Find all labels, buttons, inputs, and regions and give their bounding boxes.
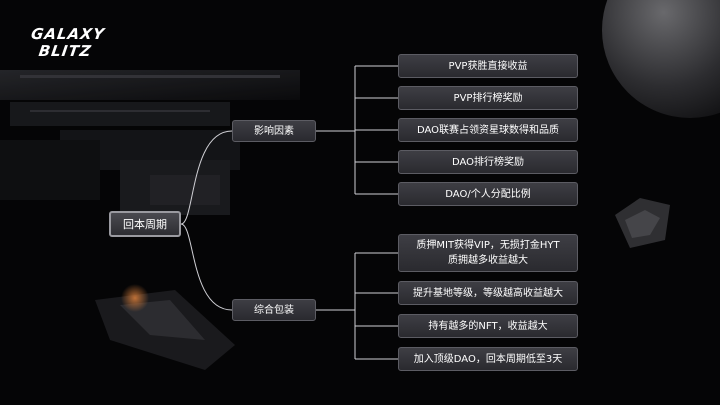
fighter-ship <box>95 284 235 370</box>
leaf-label: PVP获胜直接收益 <box>448 60 528 72</box>
leaf-label: DAO排行榜奖励 <box>451 156 525 168</box>
leaf-node: DAO联赛占领资星球数得和品质 <box>398 118 578 142</box>
leaf-label-line-1: 质押MIT获得VIP，无损打金HYT <box>416 240 560 251</box>
leaf-node: 加入顶级DAO，回本周期低至3天 <box>398 347 578 371</box>
asteroid <box>615 198 670 248</box>
leaf-node: DAO/个人分配比例 <box>398 182 578 206</box>
branch-node-comprehensive-package: 综合包装 <box>232 299 316 321</box>
leaf-label: 加入顶级DAO，回本周期低至3天 <box>413 353 563 365</box>
leaf-label-line-2: 质拥越多收益越大 <box>448 255 528 266</box>
leaf-node: DAO排行榜奖励 <box>398 150 578 174</box>
planet <box>602 0 720 118</box>
leaf-label: PVP排行榜奖励 <box>453 92 523 104</box>
root-label: 回本周期 <box>123 217 167 231</box>
root-node: 回本周期 <box>109 211 181 237</box>
leaf-node: PVP排行榜奖励 <box>398 86 578 110</box>
branch-label: 影响因素 <box>254 125 294 137</box>
leaf-label: 提升基地等级，等级越高收益越大 <box>413 287 563 299</box>
leaf-node: 质押MIT获得VIP，无损打金HYT 质拥越多收益越大 <box>398 234 578 272</box>
leaf-node: 持有越多的NFT，收益越大 <box>398 314 578 338</box>
leaf-label: DAO/个人分配比例 <box>445 188 531 200</box>
branch-label: 综合包装 <box>254 304 294 316</box>
leaf-node: PVP获胜直接收益 <box>398 54 578 78</box>
leaf-node: 提升基地等级，等级越高收益越大 <box>398 281 578 305</box>
leaf-label: 持有越多的NFT，收益越大 <box>428 320 548 332</box>
space-station <box>0 70 300 215</box>
leaf-label: DAO联赛占领资星球数得和品质 <box>416 124 560 136</box>
branch-node-influence-factors: 影响因素 <box>232 120 316 142</box>
